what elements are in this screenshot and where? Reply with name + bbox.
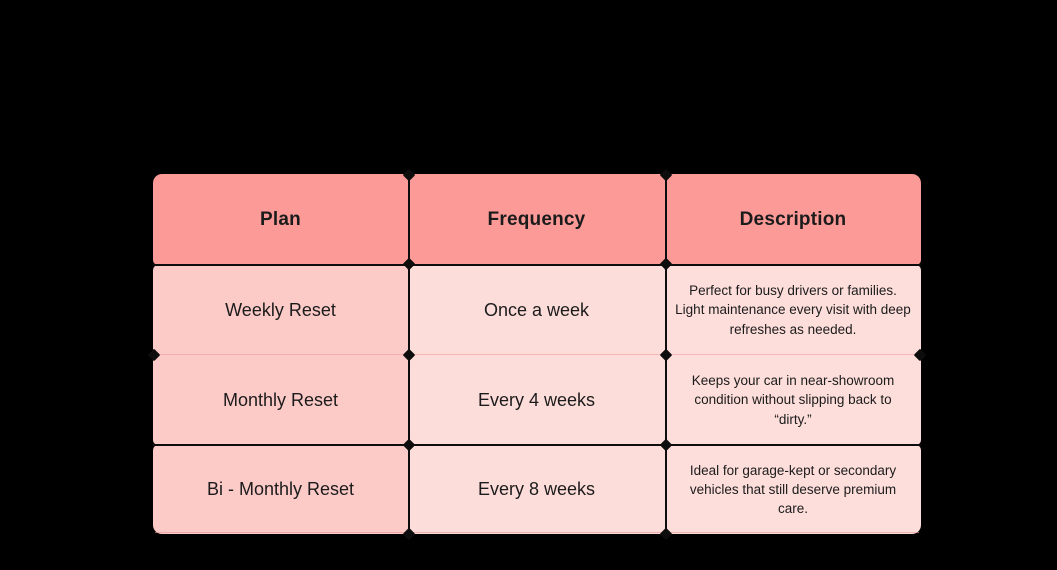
- cell-frequency-2: Every 4 weeks: [408, 355, 665, 445]
- table-row: Weekly Reset Once a week Perfect for bus…: [153, 265, 921, 355]
- column-header-frequency: Frequency: [408, 174, 665, 265]
- cell-frequency-3: Every 8 weeks: [408, 445, 665, 534]
- cell-description-3: Ideal for garage-kept or secondary vehic…: [665, 445, 921, 534]
- column-header-plan: Plan: [153, 174, 408, 265]
- cell-description-1: Perfect for busy drivers or families. Li…: [665, 265, 921, 355]
- cell-plan-1: Weekly Reset: [153, 265, 408, 355]
- table-header-row: Plan Frequency Description: [153, 174, 921, 265]
- cell-description-2-text: Keeps your car in near-showroom conditio…: [691, 373, 895, 427]
- plan-comparison-table: Plan Frequency Description Weekly Reset …: [147, 168, 927, 541]
- column-header-description: Description: [665, 174, 921, 265]
- table-row: Bi - Monthly Reset Every 8 weeks Ideal f…: [153, 445, 921, 534]
- cell-plan-3: Bi - Monthly Reset: [153, 445, 408, 534]
- cell-description-3-text: Ideal for garage-kept or secondary vehic…: [689, 462, 897, 517]
- table-row: Monthly Reset Every 4 weeks Keeps your c…: [153, 355, 921, 445]
- table-grid: Plan Frequency Description Weekly Reset …: [147, 168, 927, 541]
- cell-plan-2: Monthly Reset: [153, 355, 408, 445]
- cell-description-2: Keeps your car in near-showroom conditio…: [665, 355, 921, 445]
- cell-frequency-1: Once a week: [408, 265, 665, 355]
- cell-description-1-text: Perfect for busy drivers or families. Li…: [675, 283, 911, 337]
